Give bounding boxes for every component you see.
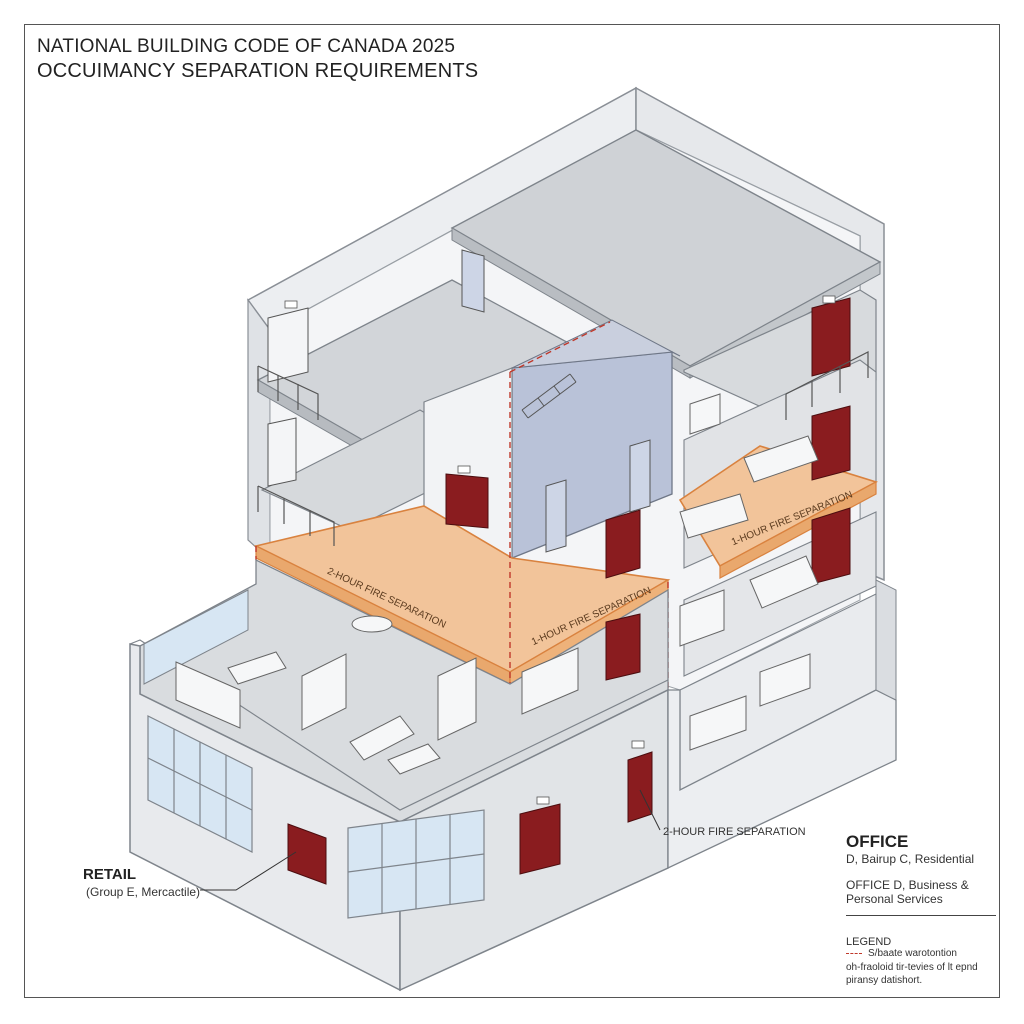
door-core-left [445,473,489,529]
retail-glass-rail [143,589,249,685]
door-right-1 [811,297,851,377]
exit-signs [284,295,836,805]
shelf-3 [521,647,579,715]
office-line-2: OFFICE D, Business & [846,878,969,892]
callout-two-hour-separation: 2-HOUR FIRE SEPARATION [663,826,806,838]
desk-3 [689,695,747,751]
coffee-table [387,743,441,775]
bed-2 [679,493,749,539]
legend-heading: LEGEND [846,936,892,948]
legend-dashed-line-swatch [846,953,862,954]
leader-two-hour [639,789,661,831]
retail-subheading: (Group E, Mercactile) [86,885,201,899]
stair-flight [521,373,577,419]
stair-core-top [511,319,681,369]
railings [257,351,869,546]
desk-1 [679,589,725,647]
leader-retail [200,851,297,891]
door-lower-2 [605,509,641,579]
door-right-2 [811,405,851,481]
office-heading: OFFICE [846,832,909,851]
bed-1 [743,435,819,483]
sofa [349,715,415,761]
desk-2 [759,653,811,707]
display-grid [175,661,241,729]
door-retail-left [287,823,327,885]
office-line-3: Personal Services [846,892,943,906]
door-lower-1 [605,613,641,681]
storefront-window-center [347,809,485,919]
round-table [351,615,393,633]
fire-separation-slab-right-edge [719,480,877,580]
tower-left-outer [247,298,271,562]
door-retail-right [519,803,561,875]
upper-doors [267,307,309,487]
shelf-2 [437,657,477,741]
legend-item-2: oh-fraoloid tir-tevies of lt epnd [846,962,978,973]
furniture [175,393,819,775]
table-retail [227,651,287,685]
core-doors [461,249,651,553]
door-office-ground [627,751,653,823]
legend-item-1: S/baate warotontion [868,948,957,959]
title-line-2: OCCUIMANCY SEPARATION REQUIREMENTS [37,60,479,82]
building-right-outer-wall [875,579,897,701]
office-divider [846,915,996,916]
shelf-1 [301,653,347,731]
door-right-3 [811,507,851,585]
legend-item-3: piransy datishort. [846,975,923,986]
sofa-right [749,555,819,609]
desk-upper [689,393,721,435]
title-line-1: NATIONAL BUILDING CODE OF CANADA 2025 [37,36,456,57]
storefront-window-left [147,715,253,853]
retail-parapet [129,639,669,811]
retail-heading: RETAIL [83,866,137,883]
doors [287,297,851,885]
office-line-1: D, Bairup C, Residential [846,852,975,866]
